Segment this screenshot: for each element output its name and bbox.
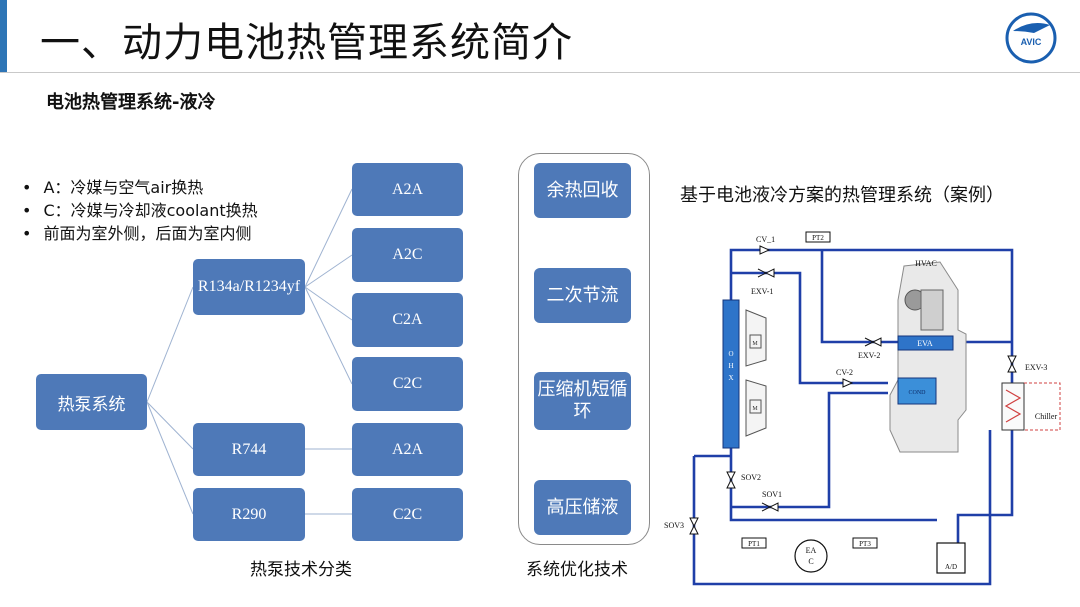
cond-label: COND <box>908 390 926 396</box>
filter-icon <box>920 289 944 331</box>
tree-node-mode-c2c: C2C <box>352 488 463 541</box>
tree-node-r290: R290 <box>193 488 305 541</box>
cond-condenser <box>897 377 937 405</box>
bullet-item: 前面为室外侧，后面为室内侧 <box>22 222 258 245</box>
page-title: 一、动力电池热管理系统简介 <box>40 20 573 66</box>
avic-logo: AVIC <box>1005 12 1057 64</box>
bullet-item: C：冷媒与冷却液coolant换热 <box>22 199 257 222</box>
pressure-sensor-icon <box>805 231 831 243</box>
optimization-frame <box>518 153 650 545</box>
ohx-heat-exchanger <box>722 299 740 449</box>
tree-node-mode-a2a: A2A <box>352 163 463 216</box>
expansion-valve-icon <box>757 268 775 278</box>
solenoid-valve-icon <box>761 502 779 512</box>
tree-node-mode-a2c: A2C <box>352 228 463 282</box>
sov3-label: SOV3 <box>664 521 684 530</box>
expansion-valve-icon <box>1007 355 1017 373</box>
solenoid-valve-icon <box>689 517 699 535</box>
tree-node-r744: R744 <box>193 423 305 476</box>
chiller-icon <box>1001 382 1025 431</box>
optimization-item-waste-heat: 余热回收 <box>534 163 631 218</box>
section-subtitle: 电池热管理系统-液冷 <box>46 92 216 113</box>
solenoid-valve-icon <box>726 471 736 489</box>
fan-motor-label: M <box>752 406 758 412</box>
compressor-icon <box>794 539 828 573</box>
check-valve-icon <box>759 245 771 255</box>
tree-node-mode-a2a: A2A <box>352 423 463 476</box>
legend-bullet-list: A：冷媒与空气air换热 C：冷媒与冷却液coolant换热 前面为室外侧，后面… <box>22 176 258 245</box>
sov2-label: SOV2 <box>741 473 761 482</box>
hvac-label: HVAC <box>915 259 937 268</box>
chiller-label: Chiller <box>1035 412 1058 421</box>
accumulator-icon <box>936 542 966 574</box>
eac-label: EA <box>806 546 817 555</box>
expansion-valve-icon <box>864 337 882 347</box>
ad-label: A/D <box>945 563 957 571</box>
pressure-sensor-icon <box>741 537 767 549</box>
pt1-label: PT1 <box>748 540 760 548</box>
eac-label: C <box>808 557 813 566</box>
optimization-item-hp-receiver: 高压储液 <box>534 480 631 535</box>
pressure-sensor-icon <box>852 537 878 549</box>
schematic-title: 基于电池液冷方案的热管理系统（案例） <box>680 185 1004 206</box>
thermal-schematic: O H X M M HVAC EVA COND Chiller PT2 PT1 … <box>664 231 1061 586</box>
pt3-label: PT3 <box>859 540 871 548</box>
exv1-label: EXV-1 <box>751 287 773 296</box>
exv2-label: EXV-2 <box>858 351 880 360</box>
ohx-label: X <box>728 374 733 382</box>
ohx-label: H <box>728 362 733 370</box>
tree-root-heat-pump: 热泵系统 <box>36 374 147 430</box>
bullet-item: A：冷媒与空气air换热 <box>22 176 258 199</box>
fan-motor-label: M <box>752 341 758 347</box>
eva-evaporator <box>897 335 954 351</box>
eva-label: EVA <box>917 339 933 348</box>
optimization-caption: 系统优化技术 <box>526 560 628 580</box>
fan-icon <box>745 309 767 437</box>
tree-node-mode-c2c: C2C <box>352 357 463 411</box>
ohx-label: O <box>728 350 733 358</box>
refrigerant-piping <box>692 248 1014 586</box>
optimization-item-short-cycle: 压缩机短循环 <box>534 372 631 430</box>
pt2-label: PT2 <box>812 234 824 242</box>
tree-node-r134a: R134a/R1234yf <box>193 259 305 315</box>
tree-node-mode-c2a: C2A <box>352 293 463 347</box>
title-accent-bar <box>0 0 7 72</box>
logo-text: AVIC <box>1021 37 1042 47</box>
tree-caption: 热泵技术分类 <box>250 560 352 580</box>
cv2-label: CV-2 <box>836 368 853 377</box>
optimization-item-secondary-throttle: 二次节流 <box>534 268 631 323</box>
title-divider <box>0 72 1080 73</box>
exv3-label: EXV-3 <box>1025 363 1047 372</box>
sov1-label: SOV1 <box>762 490 782 499</box>
cv1-label: CV_1 <box>756 235 775 244</box>
check-valve-icon <box>842 378 854 388</box>
